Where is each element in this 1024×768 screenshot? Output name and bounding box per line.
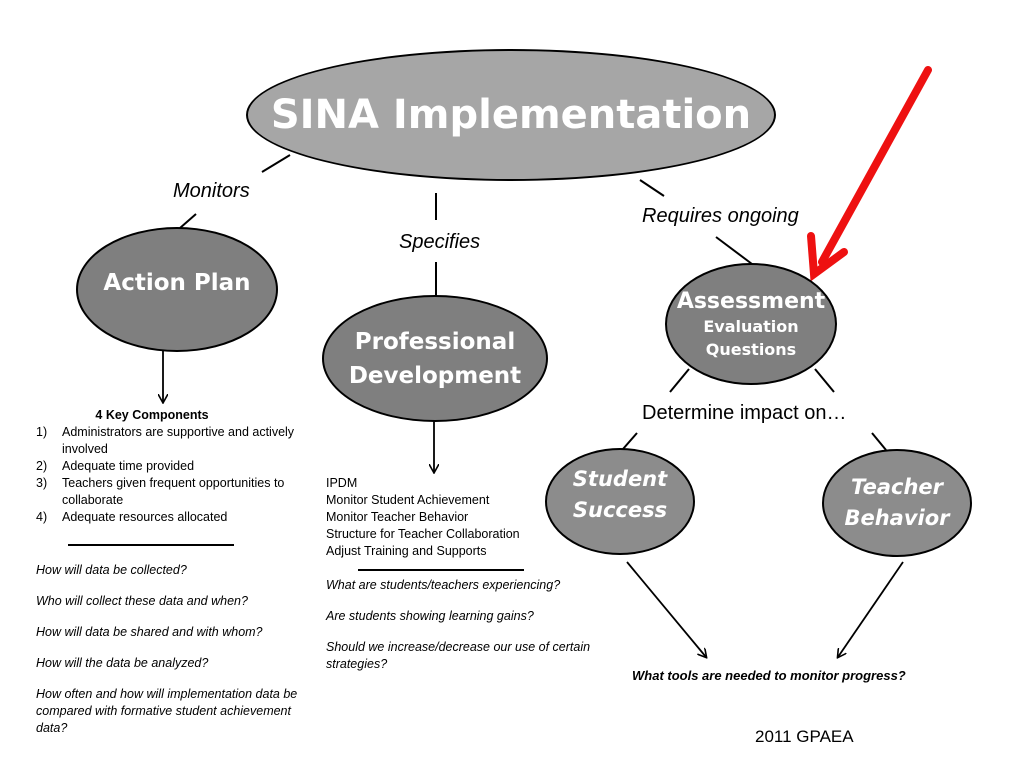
question-item: Who will collect these data and when? bbox=[36, 594, 248, 608]
pd-item: Structure for Teacher Collaboration bbox=[326, 527, 520, 541]
arrow-teacher-tools bbox=[838, 561, 904, 657]
key-components-list: 1)Administrators are supportive and acti… bbox=[34, 424, 302, 526]
question-item: Are students showing learning gains? bbox=[326, 609, 534, 623]
pd-item: Adjust Training and Supports bbox=[326, 544, 487, 558]
edge-label-determine-impact: Determine impact on… bbox=[642, 402, 847, 424]
red-pointer-arrow bbox=[807, 66, 932, 282]
connector-assessment-determine-right bbox=[814, 368, 835, 393]
key-components: 4 Key Components 1)Administrators are su… bbox=[34, 407, 302, 526]
node-assessment-subtitle-line2: Questions bbox=[705, 340, 797, 359]
edge-label-specifies: Specifies bbox=[399, 231, 481, 253]
footer-credit: 2011 GPAEA bbox=[755, 727, 854, 746]
connector-requires-assessment bbox=[715, 236, 753, 265]
node-sina-implementation: SINA Implementation bbox=[246, 49, 776, 181]
connector-determine-student bbox=[622, 432, 638, 450]
question-item: How will data be collected? bbox=[36, 563, 187, 577]
edge-label-monitors: Monitors bbox=[173, 180, 250, 202]
node-teacher-behavior: Teacher Behavior bbox=[822, 449, 972, 557]
key-component-item: 4)Adequate resources allocated bbox=[36, 510, 228, 524]
question-item: Should we increase/decrease our use of c… bbox=[326, 640, 591, 671]
pd-item: Monitor Teacher Behavior bbox=[326, 510, 469, 524]
key-component-item: 2)Adequate time provided bbox=[36, 459, 195, 473]
pd-items: IPDM Monitor Student Achievement Monitor… bbox=[326, 475, 566, 560]
connector-determine-teacher bbox=[871, 432, 887, 451]
node-pd-label-line1: Professional bbox=[354, 328, 516, 355]
left-questions: How will data be collected? Who will col… bbox=[36, 562, 298, 751]
pd-item: Monitor Student Achievement bbox=[326, 493, 490, 507]
node-teacher-behavior-line1: Teacher bbox=[850, 475, 944, 499]
node-student-success: Student Success bbox=[545, 448, 695, 555]
node-assessment-title: Assessment bbox=[676, 289, 826, 314]
node-action-plan-label: Action Plan bbox=[103, 269, 251, 296]
node-pd-label-line2: Development bbox=[348, 362, 522, 389]
connector-main-monitors bbox=[261, 154, 291, 173]
arrow-student-tools bbox=[626, 561, 706, 657]
node-teacher-behavior-line2: Behavior bbox=[844, 506, 950, 530]
question-item: What are students/teachers experiencing? bbox=[326, 578, 561, 592]
key-component-item: 1)Administrators are supportive and acti… bbox=[36, 425, 295, 456]
edge-label-requires-ongoing: Requires ongoing bbox=[642, 205, 799, 227]
pd-item: IPDM bbox=[326, 476, 358, 490]
pd-questions: What are students/teachers experiencing?… bbox=[326, 577, 606, 687]
node-student-success-line2: Success bbox=[572, 497, 668, 522]
connector-main-requires bbox=[639, 179, 665, 197]
node-action-plan: Action Plan bbox=[76, 227, 278, 352]
connector-monitors-action-plan bbox=[179, 213, 197, 229]
question-item: How often and how will implementation da… bbox=[36, 687, 298, 735]
node-assessment: Assessment Evaluation Questions bbox=[665, 263, 837, 385]
tools-question: What tools are needed to monitor progres… bbox=[632, 668, 906, 683]
connector-assessment-determine-left bbox=[669, 368, 690, 393]
node-professional-development: Professional Development bbox=[322, 295, 548, 422]
key-components-title: 4 Key Components bbox=[95, 408, 209, 422]
question-item: How will data be shared and with whom? bbox=[36, 625, 263, 639]
question-item: How will the data be analyzed? bbox=[36, 656, 209, 670]
node-sina-implementation-label: SINA Implementation bbox=[270, 92, 752, 138]
node-student-success-line1: Student bbox=[572, 466, 668, 491]
node-assessment-subtitle-line1: Evaluation bbox=[703, 317, 799, 336]
key-component-item: 3)Teachers given frequent opportunities … bbox=[36, 476, 285, 507]
